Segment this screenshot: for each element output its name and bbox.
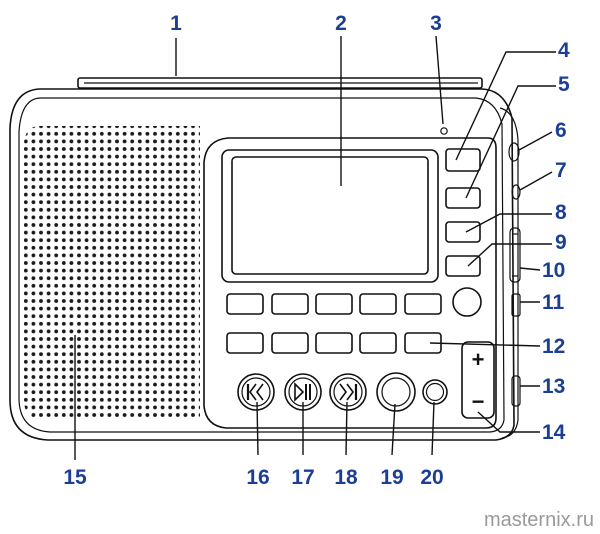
- side-switch-13: [511, 375, 521, 407]
- callout-20: 20: [420, 466, 443, 489]
- tuning-wheel: [509, 227, 521, 283]
- callout-17: 17: [291, 466, 314, 489]
- callout-12: 12: [542, 335, 565, 358]
- callout-9: 9: [555, 231, 567, 254]
- round-button-11: [452, 287, 482, 317]
- callout-18: 18: [334, 466, 358, 489]
- side-controls: [508, 142, 521, 407]
- volume-plus-icon: +: [472, 347, 485, 372]
- callout-3: 3: [430, 12, 442, 35]
- next-button: [329, 373, 367, 411]
- antenna: [77, 77, 483, 89]
- indicator-light: [440, 127, 448, 135]
- preset-buttons-row-1: [226, 293, 442, 315]
- previous-icon: [249, 383, 264, 401]
- lcd-display: [221, 149, 439, 283]
- function-button-8: [445, 221, 481, 243]
- control-panel: [203, 137, 497, 429]
- function-button-5: [445, 187, 481, 209]
- callout-1: 1: [170, 12, 182, 35]
- callout-15: 15: [63, 466, 87, 489]
- round-button-19: [376, 372, 416, 412]
- callout-10: 10: [542, 259, 565, 282]
- previous-button: [237, 373, 275, 411]
- callout-labels: 1 2 3 4 5 6 7 8 9 10 11 12 13 14 15 16 1…: [63, 12, 570, 489]
- speaker-grille: [24, 126, 200, 420]
- side-switch-11: [511, 293, 521, 317]
- function-button-9: [445, 255, 481, 277]
- watermark-text: masternix.ru: [484, 509, 594, 531]
- callout-8: 8: [555, 201, 567, 224]
- callout-5: 5: [558, 73, 570, 96]
- round-button-20: [422, 379, 448, 405]
- headphone-jack: [508, 142, 520, 162]
- volume-minus-icon: −: [472, 389, 485, 414]
- callout-4: 4: [558, 39, 570, 62]
- play-pause-icon: [294, 382, 305, 402]
- function-button-4: [445, 148, 481, 172]
- callout-11: 11: [542, 291, 565, 314]
- side-jack-7: [511, 184, 521, 200]
- callout-13: 13: [542, 375, 565, 398]
- play-pause-button: [284, 373, 322, 411]
- next-icon: [339, 383, 354, 401]
- callout-14: 14: [542, 421, 566, 444]
- function-buttons: [445, 148, 481, 277]
- callout-16: 16: [246, 466, 269, 489]
- callout-19: 19: [380, 466, 403, 489]
- callout-7: 7: [555, 159, 567, 182]
- radio-body: [9, 88, 519, 441]
- volume-rocker: + −: [461, 341, 495, 419]
- callout-6: 6: [555, 119, 567, 142]
- leader-lines: [74, 35, 556, 460]
- preset-buttons-row-2: [226, 332, 442, 354]
- callout-2: 2: [335, 12, 347, 35]
